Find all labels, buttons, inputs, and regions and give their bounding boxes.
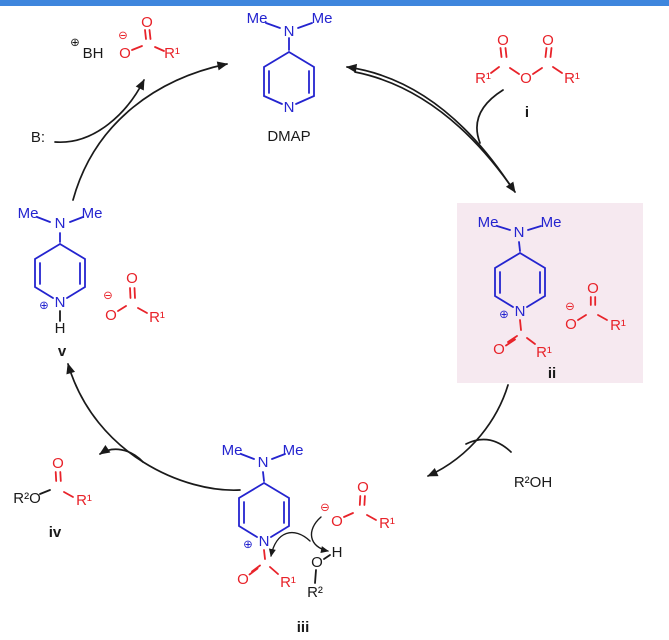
iii-alcohol-r2: R² [307, 584, 323, 601]
iii-carboxylate-bonds [343, 495, 377, 521]
byproduct-bh-carboxylate: ⊕ BH ⊖ O O R¹ B: [31, 14, 180, 146]
iii-me-right: Me [283, 442, 304, 459]
r2oh-label: R²OH [514, 474, 552, 491]
step-label-iii: iii [297, 619, 310, 636]
ii-acyl-o: O [493, 341, 505, 358]
byproduct-o-anion: O [119, 45, 131, 62]
anhydride-i-structure: O O R¹ O R¹ i [475, 32, 580, 121]
iii-minus-charge: ⊖ [320, 502, 330, 514]
feeder-r2oh-line [465, 438, 512, 453]
iii-r1: R¹ [379, 515, 395, 532]
v-o-carbonyl: O [126, 270, 138, 287]
anhydride-r1-right: R¹ [564, 70, 580, 87]
arrow-dmap-to-ii [354, 71, 516, 193]
anhydride-bonds [490, 47, 563, 75]
iii-alcohol-o: O [311, 554, 323, 571]
byproduct-r1: R¹ [164, 45, 180, 62]
iii-acyl-bonds [248, 549, 279, 576]
iv-r2o-label: R²O [13, 490, 41, 507]
bh-label: BH [83, 45, 104, 62]
v-amine-n: N [55, 215, 66, 232]
v-carboxylate-bonds [117, 287, 148, 314]
iv-acyl-bonds [54, 471, 74, 498]
arrow-ii-to-iii [427, 384, 509, 477]
protonated-dmap-v-structure: Me N Me ⊕ N H v ⊖ O O R¹ [18, 205, 165, 360]
step-label-v: v [58, 343, 67, 360]
v-me-left: Me [18, 205, 39, 222]
anhydride-o-center: O [520, 70, 532, 87]
base-label: B: [31, 129, 45, 146]
dmap-caption: DMAP [267, 128, 310, 145]
ii-acyl-r1: R¹ [536, 344, 552, 361]
arrow-base-deprotonation [54, 79, 145, 143]
iii-ring-n: N [259, 533, 270, 550]
ii-ring-bonds [494, 225, 546, 308]
iii-alcohol-h: H [332, 544, 343, 561]
feeder-anhydride-line [476, 89, 504, 144]
v-plus-charge: ⊕ [39, 300, 49, 312]
arrow-v-to-dmap [72, 61, 228, 201]
ii-o-anion: O [565, 316, 577, 333]
iii-acyl-r1: R¹ [280, 574, 296, 591]
ii-me-left: Me [478, 214, 499, 231]
top-border-bar [0, 0, 669, 6]
iii-acyl-o: O [237, 571, 249, 588]
ii-plus-charge: ⊕ [499, 309, 509, 321]
ii-amine-n: N [514, 224, 525, 241]
step-label-iv: iv [49, 524, 62, 541]
iii-o-carbonyl: O [357, 479, 369, 496]
dmap-bonds [263, 22, 315, 105]
ii-r1: R¹ [610, 317, 626, 334]
step-label-ii: ii [548, 365, 556, 382]
acylpyridinium-ii-structure: Me N Me ⊕ N O R¹ ⊖ O O R¹ ii [478, 214, 626, 382]
intermediate-ii-highlight-box [457, 203, 643, 383]
dmap-structure: Me N Me N DMAP [247, 10, 333, 145]
ii-minus-charge: ⊖ [565, 301, 575, 313]
iii-ring-bonds [238, 453, 290, 538]
v-o-anion: O [105, 307, 117, 324]
dmap-me-left: Me [247, 10, 268, 27]
arrow-branch-to-iv [99, 444, 144, 463]
v-ring-n: N [55, 294, 66, 311]
byproduct-carboxylate-bonds [131, 29, 165, 52]
ii-acyl-bonds [505, 319, 536, 347]
arrow-iii-to-v [66, 363, 241, 491]
mech-arrow-carboxylate-to-h [310, 516, 329, 553]
anhydride-o-right: O [542, 32, 554, 49]
iii-amine-n: N [258, 454, 269, 471]
dmap-ring-n: N [284, 99, 295, 116]
ester-iv-structure: R²O O R¹ iv [13, 455, 92, 541]
v-me-right: Me [82, 205, 103, 222]
transition-iii-structure: Me N Me ⊕ N O R¹ O H R² ⊖ O O R¹ iii [222, 442, 395, 636]
iii-o-anion: O [331, 513, 343, 530]
ii-o-carbonyl: O [587, 280, 599, 297]
byproduct-o-carbonyl: O [141, 14, 153, 31]
iv-o-carbonyl: O [52, 455, 64, 472]
iii-plus-charge: ⊕ [243, 539, 253, 551]
iii-alcohol-bonds [314, 554, 331, 584]
ii-ring-n: N [515, 303, 526, 320]
ii-carboxylate-bonds [577, 296, 608, 321]
dmap-amine-n: N [284, 23, 295, 40]
iv-r1: R¹ [76, 492, 92, 509]
v-r1: R¹ [149, 309, 165, 326]
v-ring-bonds [34, 216, 86, 299]
bh-plus-charge: ⊕ [70, 37, 80, 49]
byproduct-minus-charge: ⊖ [118, 30, 128, 42]
step-label-i: i [525, 104, 529, 121]
iv-ester-bond [39, 489, 51, 495]
ii-me-right: Me [541, 214, 562, 231]
iii-me-left: Me [222, 442, 243, 459]
anhydride-r1-left: R¹ [475, 70, 491, 87]
anhydride-o-left: O [497, 32, 509, 49]
dmap-me-right: Me [312, 10, 333, 27]
v-minus-charge: ⊖ [103, 290, 113, 302]
mech-arrow-o-to-acyl [268, 531, 311, 557]
v-h-label: H [55, 320, 66, 337]
cycle-arrows [54, 61, 516, 491]
